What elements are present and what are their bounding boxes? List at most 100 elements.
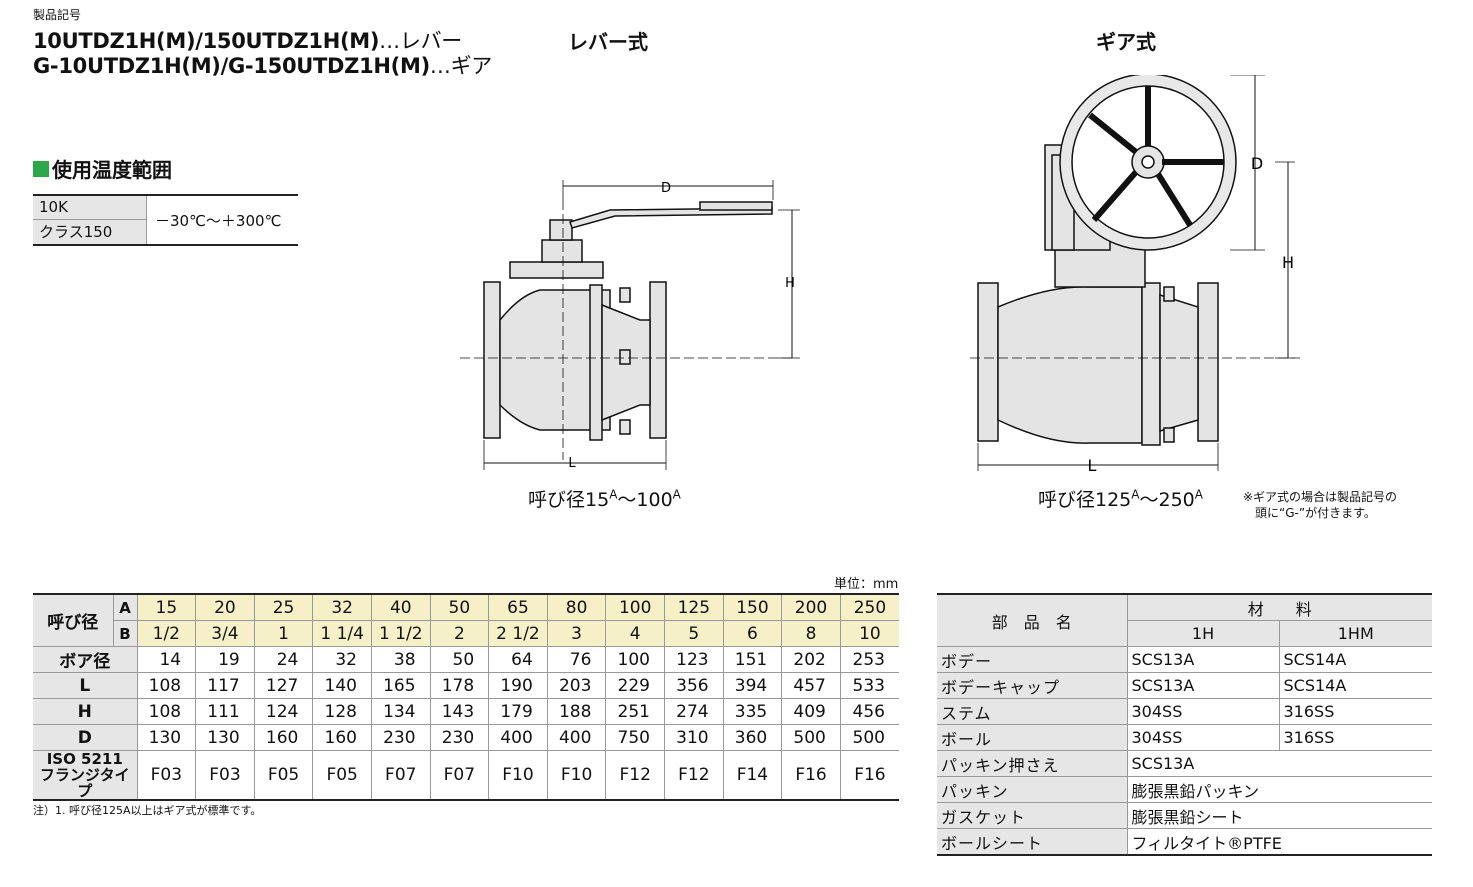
dimension-row-label: D [33,724,138,751]
lever-caption-sup2: A [672,487,681,502]
class-10k-cell: 10K [33,196,146,220]
b-value-cell: 5 [664,620,724,647]
part-name-cell: ボールシート [937,828,1127,856]
a-value-cell: 25 [253,593,313,621]
iso-value-cell: F03 [136,750,196,801]
b-value-cell: 1 1/2 [370,620,431,647]
dimension-row-label: ボア径 [33,646,138,673]
b-value-cell: 6 [722,620,782,647]
dimension-value-cell: 50 [429,646,489,673]
material-1hm-cell: 316SS [1278,724,1433,751]
a-value-cell: 100 [605,593,665,621]
material-1hm-cell: SCS14A [1278,646,1433,673]
lever-caption: 呼び径15A～100A [528,485,681,512]
b-value-cell: 2 [429,620,489,647]
gear-dim-h-label: H [1282,253,1294,272]
material-1h-cell: SCS13A [1126,672,1279,699]
lever-dim-h-label: H [785,276,795,291]
lever-caption-sup1: A [609,487,618,502]
dimension-value-cell: 38 [370,646,431,673]
material-shared-cell: フィルタイト®PTFE [1126,828,1433,856]
gear-caption-sup2: A [1194,487,1203,502]
material-1h-cell: 304SS [1126,698,1279,725]
dimension-value-cell: 253 [839,646,899,673]
a-value-cell: 150 [722,593,782,621]
b-value-cell: 3/4 [195,620,255,647]
gear-note: ※ギア式の場合は製品記号の 頭に“G-”が付きます。 [1243,490,1398,520]
dimension-value-cell: 130 [195,724,255,751]
part-name-header: 部 品 名 [937,593,1127,647]
dimension-value-cell: 190 [488,672,548,699]
lever-dim-l-label: L [568,456,576,471]
gear-valve-drawing: D H L [970,75,1300,475]
b-label: B [112,620,138,647]
dimension-value-cell: 128 [312,698,372,725]
gear-caption-sup1: A [1131,487,1140,502]
a-value-cell: 50 [429,593,489,621]
iso-value-cell: F10 [546,750,606,801]
dimension-value-cell: 230 [429,724,489,751]
dimension-value-cell: 356 [664,672,724,699]
dimension-value-cell: 140 [312,672,372,699]
dimension-row-label: H [33,698,138,725]
dimension-value-cell: 32 [312,646,372,673]
product-code-line-2: G-10UTDZ1H(M)/G-150UTDZ1H(M)…ギア [33,50,492,80]
dimension-value-cell: 188 [546,698,606,725]
dimension-value-cell: 124 [253,698,313,725]
green-square-icon [33,160,49,177]
dimension-value-cell: 151 [722,646,782,673]
material-shared-cell: 膨張黒鉛シート [1126,802,1433,829]
temperature-heading: 使用温度範囲 [33,154,172,183]
class-150-cell: クラス150 [39,223,113,241]
dimension-value-cell: 179 [488,698,548,725]
dimension-value-cell: 202 [781,646,841,673]
material-shared-cell: SCS13A [1126,750,1433,777]
material-1hm-cell: SCS14A [1278,672,1433,699]
lever-suffix: …レバー [379,29,462,53]
product-code-label: 製品記号 [33,8,82,22]
a-value-cell: 80 [546,593,606,621]
part-name-cell: ステム [937,698,1127,725]
dimension-value-cell: 750 [605,724,665,751]
dimension-value-cell: 310 [664,724,724,751]
a-value-cell: 32 [312,593,372,621]
part-name-cell: パッキン押さえ [937,750,1127,777]
iso-value-cell: F07 [429,750,489,801]
dimension-value-cell: 251 [605,698,665,725]
b-value-cell: 3 [546,620,606,647]
a-value-cell: 125 [664,593,724,621]
material-1h-cell: 304SS [1126,724,1279,751]
col-1h-header: 1H [1126,620,1279,647]
lever-valve-drawing: D H L [460,180,800,471]
dimension-value-cell: 127 [253,672,313,699]
material-header: 材 料 [1126,593,1433,621]
dimension-value-cell: 108 [136,672,196,699]
dimension-row-label: L [33,672,138,699]
part-name-cell: ガスケット [937,802,1127,829]
dimension-value-cell: 123 [664,646,724,673]
a-value-cell: 20 [195,593,255,621]
b-value-cell: 1 1/4 [312,620,372,647]
dimension-value-cell: 533 [839,672,899,699]
dimension-value-cell: 160 [253,724,313,751]
iso-value-cell: F05 [312,750,372,801]
dimension-value-cell: 14 [136,646,196,673]
product-code-line-1: 10UTDZ1H(M)/150UTDZ1H(M)…レバー [33,25,462,55]
dimension-value-cell: 229 [605,672,665,699]
lever-dim-d-label: D [661,181,671,196]
gear-caption: 呼び径125A～250A [1038,485,1203,512]
gear-model-code: G-10UTDZ1H(M)/G-150UTDZ1H(M) [33,54,430,78]
dimension-value-cell: 117 [195,672,255,699]
dimension-value-cell: 360 [722,724,782,751]
dimension-value-cell: 100 [605,646,665,673]
gear-suffix: …ギア [429,54,492,78]
dimension-value-cell: 400 [546,724,606,751]
dimension-value-cell: 108 [136,698,196,725]
lever-caption-prefix: 呼び径15 [528,489,610,511]
dimension-value-cell: 24 [253,646,313,673]
iso-label-line-1: ISO 5211 [46,750,123,768]
unit-label: 単位：mm [834,577,899,592]
